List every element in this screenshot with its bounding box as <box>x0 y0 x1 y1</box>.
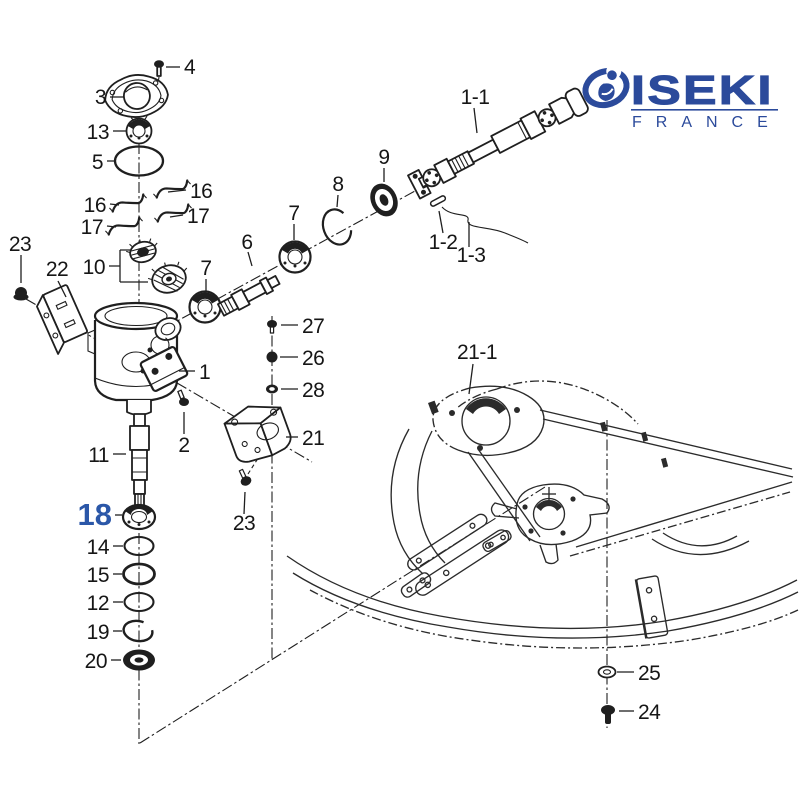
bearing-13 <box>125 117 153 145</box>
callout-22: 22 <box>46 258 68 281</box>
callout-7-right: 7 <box>288 202 299 225</box>
bracket-22 <box>36 284 88 355</box>
callout-2: 2 <box>178 434 189 457</box>
snap-ring-19 <box>122 619 154 643</box>
callout-8: 8 <box>332 173 343 196</box>
callout-26: 26 <box>302 347 324 370</box>
callout-1-1: 1-1 <box>461 86 490 109</box>
logo-divider <box>631 109 778 111</box>
bracket-21 <box>223 405 292 463</box>
bearing-18 <box>121 503 157 531</box>
callout-21-1: 21-1 <box>457 341 497 364</box>
callout-17-left: 17 <box>81 216 103 239</box>
pin-1-2 <box>429 195 447 207</box>
bolt-23-bottom <box>238 468 252 486</box>
callout-7-left: 7 <box>200 257 211 280</box>
callout-23-top: 23 <box>9 233 31 256</box>
snap-ring-8 <box>321 208 353 246</box>
bearing-9 <box>370 183 398 217</box>
callout-19: 19 <box>87 621 109 644</box>
callout-15: 15 <box>87 564 109 587</box>
callout-6: 6 <box>241 231 252 254</box>
callout-9: 9 <box>378 146 389 169</box>
callout-23-bottom: 23 <box>233 512 255 535</box>
bolt-24 <box>601 705 615 724</box>
ring-14 <box>123 535 155 557</box>
bolt-27 <box>267 320 277 334</box>
callout-20: 20 <box>85 650 107 673</box>
shaft-6 <box>217 275 281 317</box>
seal-20 <box>123 649 155 671</box>
ring-15 <box>122 562 156 586</box>
callout-18-highlighted: 18 <box>78 497 112 532</box>
nut-28 <box>266 384 278 394</box>
bolt-4 <box>154 60 164 77</box>
nut-26 <box>266 351 278 363</box>
callout-21: 21 <box>302 427 324 450</box>
callout-12: 12 <box>87 592 109 615</box>
leader-lines <box>20 66 634 712</box>
spring-clips-16-17 <box>105 179 192 236</box>
iseki-france-logo: ISEKI FRANCE <box>582 63 782 131</box>
gearbox-housing-1 <box>87 301 189 416</box>
bevel-gears-10 <box>126 238 188 294</box>
bolt-2 <box>177 389 189 406</box>
iseki-emblem-icon <box>582 63 630 109</box>
driveshaft-1-1 <box>407 87 589 200</box>
logo-brand-text: ISEKI <box>631 67 774 113</box>
cord-1-3 <box>441 206 529 244</box>
callout-28: 28 <box>302 379 324 402</box>
callout-11: 11 <box>88 444 109 467</box>
callout-27: 27 <box>302 315 324 338</box>
logo-region-text: FRANCE <box>632 114 782 131</box>
callout-17-right: 17 <box>187 205 209 228</box>
shaft-11 <box>129 413 150 512</box>
callout-1: 1 <box>199 361 210 384</box>
washer-25 <box>597 665 617 679</box>
bearing-7-left <box>188 290 222 324</box>
callout-1-2: 1-2 <box>429 231 458 254</box>
callout-10: 10 <box>83 256 105 279</box>
nut-23-top <box>13 287 29 301</box>
cover-3 <box>104 74 169 123</box>
callout-14: 14 <box>87 536 110 559</box>
callout-16-left: 16 <box>84 194 106 217</box>
callout-24: 24 <box>638 701 661 724</box>
bearing-7-right <box>278 240 312 274</box>
callout-1-3: 1-3 <box>457 244 486 267</box>
callout-5: 5 <box>92 151 103 174</box>
callout-16-right: 16 <box>190 180 212 203</box>
mower-deck-21-1 <box>286 380 799 649</box>
ring-12 <box>123 591 155 613</box>
callout-25: 25 <box>638 662 660 685</box>
callout-4: 4 <box>184 56 196 79</box>
callout-13: 13 <box>87 121 109 144</box>
callout-labels: 4 3 13 5 16 17 16 17 10 23 22 7 6 7 8 9 … <box>9 56 662 724</box>
callout-3: 3 <box>95 86 106 109</box>
